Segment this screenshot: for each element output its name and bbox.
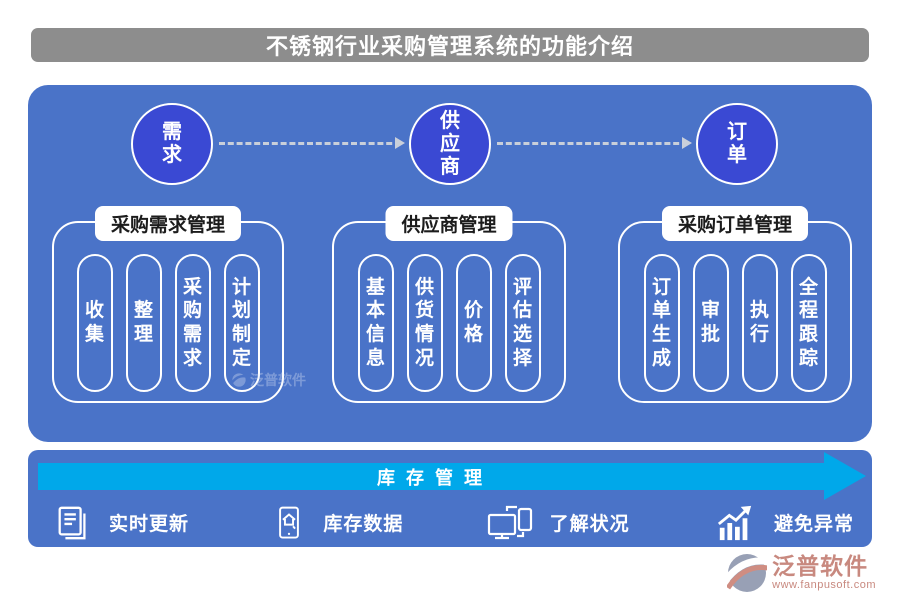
feature-label: 了解状况	[549, 514, 630, 535]
flow-node-supplier: 供应商	[409, 103, 491, 185]
vendor-logo[interactable]: 泛普软件 www.fanpusoft.com	[727, 553, 876, 593]
inventory-panel: 库 存 管 理 实时更新	[28, 450, 872, 547]
pill-label: 执行	[749, 300, 769, 345]
vendor-name: 泛普软件	[772, 553, 869, 579]
flow-arrow-icon	[219, 137, 405, 149]
phone-inventory-icon	[272, 503, 306, 543]
pill-label: 评估选择	[512, 276, 532, 369]
feature-pill: 采购需求	[174, 254, 211, 392]
documents-icon	[54, 504, 92, 542]
feature-pill: 评估选择	[504, 254, 541, 392]
pill-label: 采购需求	[182, 276, 202, 369]
pill-label: 收集	[84, 300, 104, 345]
trend-chart-icon	[713, 504, 757, 542]
feature-pill: 计划制定	[223, 254, 260, 392]
flow-node-label: 订单	[727, 121, 747, 166]
vendor-logo-text: 泛普软件 www.fanpusoft.com	[772, 555, 876, 591]
section-purchase-demand: 采购需求管理 收集 整理 采购需求 计划制定	[52, 206, 284, 403]
flow-node-label: 供应商	[440, 109, 460, 178]
section-title: 采购需求管理	[94, 206, 242, 241]
feature-avoid-abnormal: 避免异常	[713, 504, 854, 542]
feature-pill: 审批	[692, 254, 729, 392]
feature-label: 库存数据	[323, 514, 404, 535]
pill-label: 整理	[133, 300, 153, 345]
pill-label: 供货情况	[414, 276, 434, 369]
inventory-banner-label: 库 存 管 理	[376, 467, 485, 488]
section-supplier-management: 供应商管理 基本信息 供货情况 价格 评估选择	[332, 206, 566, 403]
feature-inventory-data: 库存数据	[272, 503, 403, 543]
section-purchase-order: 采购订单管理 订单生成 审批 执行 全程跟踪	[618, 206, 852, 403]
feature-pill: 价格	[455, 254, 492, 392]
vendor-url[interactable]: www.fanpusoft.com	[772, 579, 876, 591]
flow-node-label: 需求	[162, 121, 182, 166]
pill-label: 订单生成	[651, 276, 671, 369]
flow-node-order: 订单	[696, 103, 778, 185]
pill-row: 收集 整理 采购需求 计划制定	[54, 254, 282, 392]
flow-arrow-icon	[497, 137, 692, 149]
feature-pill: 订单生成	[643, 254, 680, 392]
watermark: 泛普软件	[232, 370, 306, 390]
functions-panel: 需求 供应商 订单 采购需求管理 收集 整理 采购需求 计划制定 供应商管理 基…	[28, 85, 872, 442]
inventory-banner: 库 存 管 理	[38, 463, 824, 490]
feature-pill: 全程跟踪	[790, 254, 827, 392]
pill-label: 计划制定	[231, 276, 251, 369]
inventory-features-row: 实时更新 库存数据	[54, 500, 854, 545]
feature-pill: 整理	[125, 254, 162, 392]
pill-label: 全程跟踪	[798, 276, 818, 369]
section-title: 采购订单管理	[661, 206, 809, 241]
pill-label: 审批	[700, 300, 720, 345]
feature-pill: 收集	[76, 254, 113, 392]
flow-node-demand: 需求	[131, 103, 213, 185]
pill-label: 基本信息	[365, 276, 385, 369]
pill-row: 订单生成 审批 执行 全程跟踪	[620, 254, 850, 392]
pill-row: 基本信息 供货情况 价格 评估选择	[334, 254, 564, 392]
watermark-text: 泛普软件	[250, 372, 306, 388]
vendor-logo-icon	[727, 554, 768, 592]
feature-realtime-update: 实时更新	[54, 504, 189, 542]
feature-pill: 供货情况	[406, 254, 443, 392]
devices-icon	[487, 503, 533, 543]
feature-know-status: 了解状况	[487, 503, 630, 543]
feature-pill: 基本信息	[357, 254, 394, 392]
feature-pill: 执行	[741, 254, 778, 392]
feature-label: 实时更新	[109, 514, 190, 535]
page-header: 不锈钢行业采购管理系统的功能介绍	[31, 28, 869, 62]
section-title: 供应商管理	[385, 206, 513, 241]
banner-arrowhead-icon	[824, 452, 866, 500]
feature-label: 避免异常	[773, 514, 854, 535]
pill-label: 价格	[463, 300, 483, 345]
watermark-logo-icon	[232, 373, 246, 387]
page-title: 不锈钢行业采购管理系统的功能介绍	[265, 34, 634, 59]
